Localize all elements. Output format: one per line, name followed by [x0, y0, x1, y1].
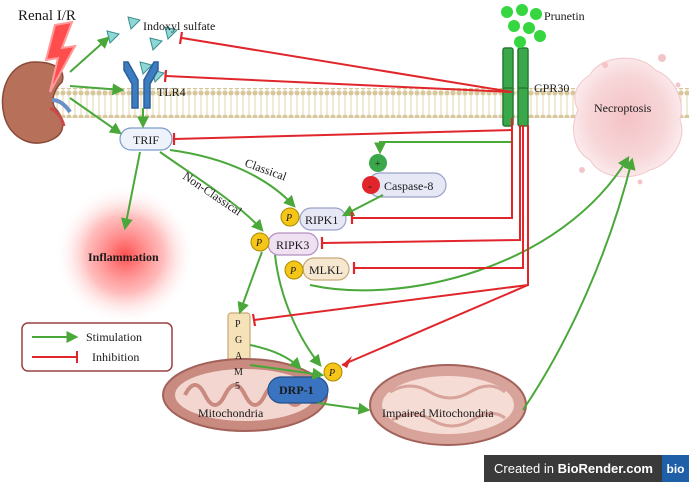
drp1-node: [267, 376, 329, 404]
renal-ir-label: Renal I/R: [18, 8, 76, 24]
minus-badge: [362, 176, 380, 194]
pgam5-letter-4: M: [234, 367, 243, 378]
ripk3-phospho: [250, 232, 270, 252]
prunetin-icon: [501, 4, 546, 48]
ripk3-label: RIPK3: [276, 238, 309, 252]
inflammation-label: Inflammation: [88, 250, 159, 264]
biorender-text: Created in BioRender.com: [484, 461, 662, 476]
biorender-brand: BioRender.com: [557, 461, 653, 476]
pgam5-letter-3: A: [235, 351, 243, 362]
plus-badge: [369, 154, 387, 172]
minus-label: -: [368, 179, 372, 193]
drp1-phospho-label: P: [328, 368, 335, 379]
classical-label: Classical: [243, 156, 289, 184]
necroptosis-label: Necroptosis: [594, 101, 652, 115]
kidney-icon: [1, 61, 72, 144]
indoxyl-sulfate-icon: [106, 16, 178, 83]
tlr4-receptor: [123, 61, 159, 109]
prunetin-label: Prunetin: [544, 9, 585, 23]
ripk1-label: RIPK1: [305, 213, 338, 227]
trif-label: TRIF: [133, 133, 159, 147]
caspase8-label: Caspase-8: [384, 179, 433, 193]
stimulation-arrows: [69, 36, 636, 415]
impaired-mitochondria-icon: [369, 364, 527, 446]
ripk3-phospho-label: P: [255, 238, 262, 249]
legend-stimulation-label: Stimulation: [86, 330, 142, 344]
mlkl-phospho-label: P: [289, 266, 296, 277]
gpr30-receptor: [502, 47, 529, 127]
pgam5-letter-5: 5: [235, 381, 240, 392]
inhibition-bars: [163, 31, 356, 327]
plus-label: +: [375, 159, 381, 170]
pgam5-letter-2: G: [235, 335, 242, 346]
created-in-text: Created in: [494, 461, 558, 476]
biorender-logo-icon: bio: [662, 455, 689, 482]
inflammation-glow: [55, 185, 195, 325]
drp1-label: DRP-1: [279, 383, 314, 397]
mitochondria-label: Mitochondria: [198, 406, 264, 420]
tlr4-label: TLR4: [157, 85, 186, 99]
biorender-badge[interactable]: Created in BioRender.com bio: [484, 455, 689, 482]
ripk1-phospho-label: P: [285, 213, 292, 224]
non-classical-label: Non-Classical: [180, 169, 245, 219]
legend-box: [21, 322, 173, 372]
mlkl-label: MLKL: [309, 263, 343, 277]
pgam5-letter-1: P: [235, 319, 241, 330]
lightning-icon: [44, 20, 77, 93]
impaired-mitochondria-label: Impaired Mitochondria: [382, 406, 494, 420]
legend-inhibition-label: Inhibition: [92, 350, 139, 364]
necroptosis-cell: [573, 54, 683, 185]
gpr30-label: GPR30: [534, 81, 569, 95]
ripk1-phospho: [280, 207, 300, 227]
drp1-red-arrowhead: [342, 356, 352, 368]
inhibition-lines: [165, 37, 529, 366]
indoxyl-sulfate-label: Indoxyl sulfate: [143, 19, 215, 33]
mlkl-phospho: [284, 260, 304, 280]
ripk1-node: [299, 207, 347, 231]
